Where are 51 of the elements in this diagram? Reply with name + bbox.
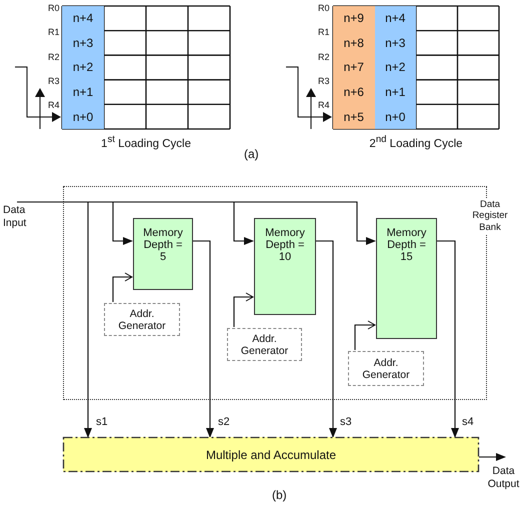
row-label: R3 xyxy=(48,76,60,86)
arrow xyxy=(315,240,337,438)
arrow xyxy=(112,272,132,302)
input-label: Data Input xyxy=(2,202,42,230)
table-cell: n+5 xyxy=(333,104,374,129)
table-cell: n+6 xyxy=(333,80,374,104)
edge-label: s2 xyxy=(217,416,231,428)
panel-label: (b) xyxy=(272,488,287,502)
output-label: Data Output xyxy=(484,457,523,491)
row-label: R2 xyxy=(48,52,60,62)
row-label: R2 xyxy=(318,52,330,62)
arrow xyxy=(17,201,92,438)
arrow xyxy=(192,240,214,438)
memory-block: Memory Depth = 10 xyxy=(254,218,316,315)
row-label: R0 xyxy=(318,3,330,13)
table-cell: n+1 xyxy=(374,80,416,104)
memory-block: Memory Depth = 5 xyxy=(133,218,193,290)
row-label: R1 xyxy=(48,27,60,37)
table-cell: n+3 xyxy=(374,30,416,56)
cycle-label: 2$^{nd}$ Loading Cycle xyxy=(368,134,464,150)
table-cell: n+4 xyxy=(62,6,104,31)
address-generator-box: Addr. Generator xyxy=(227,328,302,361)
row-label: R1 xyxy=(318,27,330,37)
table-cell: n+0 xyxy=(374,104,416,129)
panel-label: (a) xyxy=(244,147,259,161)
table-cell: n+2 xyxy=(374,55,416,80)
row-label: R4 xyxy=(318,100,330,110)
table-cell: n+0 xyxy=(62,104,104,129)
arrow xyxy=(436,240,459,438)
accumulator-label: Multiple and Accumulate xyxy=(206,448,336,462)
accumulator-box xyxy=(63,437,479,472)
table-cell: n+7 xyxy=(333,55,374,80)
table-cell: n+4 xyxy=(374,6,416,31)
address-generator-box: Addr. Generator xyxy=(104,303,180,336)
table-cell: n+2 xyxy=(62,55,104,80)
edge-label: s4 xyxy=(461,416,475,428)
row-label: R3 xyxy=(318,76,330,86)
arrow xyxy=(479,453,506,461)
edge-label: s3 xyxy=(339,416,353,428)
row-label: R0 xyxy=(48,3,60,13)
arrow xyxy=(354,320,376,350)
cycle-label: 1$^{st}$ Loading Cycle xyxy=(100,134,192,150)
table-cell: n+3 xyxy=(62,30,104,56)
memory-block: Memory Depth = 15 xyxy=(376,218,437,339)
table-cell: n+8 xyxy=(333,30,374,56)
address-generator-box: Addr. Generator xyxy=(348,351,424,386)
edge-label: s1 xyxy=(95,416,109,428)
arrow xyxy=(233,292,254,327)
table-cell: n+9 xyxy=(333,6,374,31)
table-cell: n+1 xyxy=(62,80,104,104)
row-label: R4 xyxy=(48,100,60,110)
